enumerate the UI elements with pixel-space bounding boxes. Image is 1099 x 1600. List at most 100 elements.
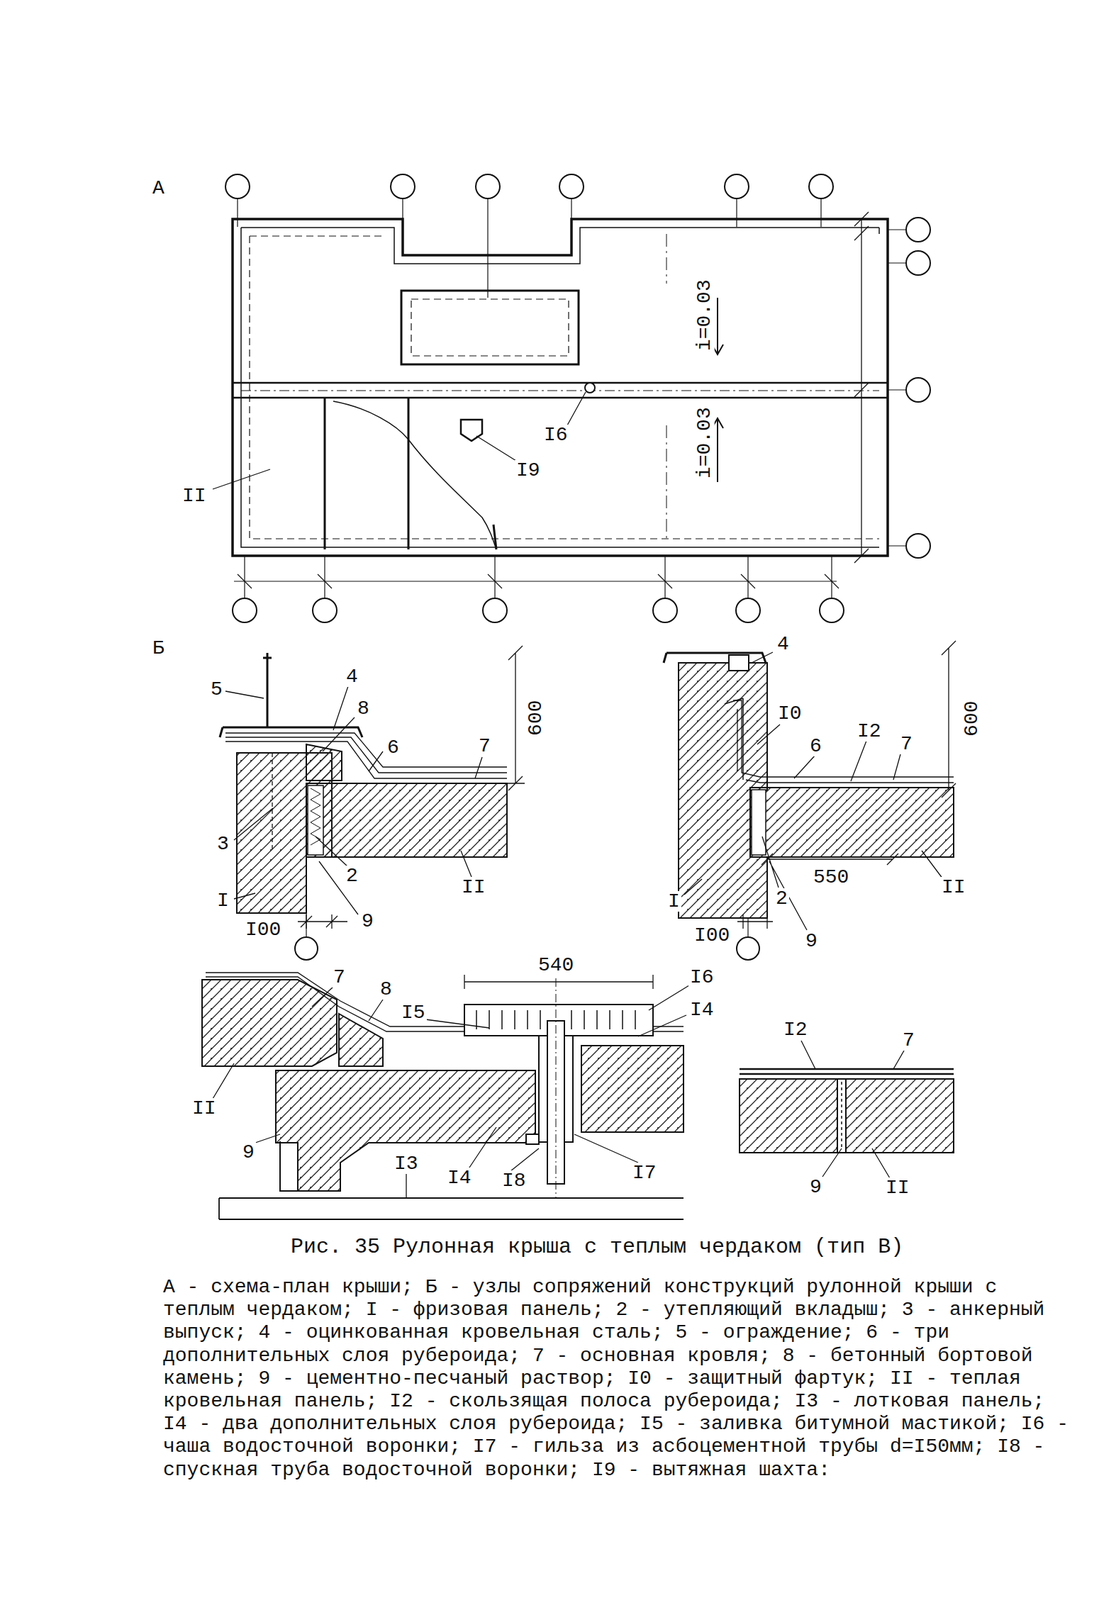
roof-plan-part-part <box>232 598 257 623</box>
callout-number: 6 <box>808 735 824 757</box>
callout-number: 4 <box>775 633 791 655</box>
callout-number: 6 <box>385 737 401 758</box>
wall-detail <box>663 640 956 961</box>
drain-detail-part <box>555 978 557 1199</box>
wall-detail-part <box>663 653 766 663</box>
parapet-detail-part <box>305 913 307 938</box>
callout-number: 7 <box>899 733 914 755</box>
roof-plan-part-part <box>735 598 761 623</box>
roof-plan-part-part <box>559 174 584 199</box>
drain-detail-part <box>526 1134 539 1145</box>
roof-plan-part-part <box>225 174 250 199</box>
callout-number: I0 <box>776 703 804 724</box>
roof-plan-part <box>232 382 888 398</box>
callout-number: 7 <box>477 735 493 757</box>
callout-number: I8 <box>500 1170 528 1192</box>
roof-plan-part <box>225 174 931 623</box>
callout-number: II <box>460 877 488 898</box>
roof-plan-part-part <box>390 174 415 199</box>
callout-number: 2 <box>344 865 360 887</box>
drain-detail-part <box>212 985 690 1199</box>
drain-detail-part <box>202 979 337 1067</box>
drain-detail-part <box>581 1045 684 1133</box>
roof-plan-part <box>241 227 880 264</box>
callout-number: I2 <box>855 721 883 742</box>
callout-number: 5 <box>209 679 225 700</box>
callout-number: I4 <box>688 999 716 1021</box>
joint-detail-part <box>739 1079 954 1153</box>
dimension-text: I00 <box>692 925 732 946</box>
callout-number: I7 <box>631 1162 658 1184</box>
roof-plan-part <box>241 390 880 392</box>
drain-detail-part <box>338 1013 383 1067</box>
dimension-text: 550 <box>811 867 851 888</box>
callout-number: Б <box>151 638 166 659</box>
roof-plan-part <box>212 392 586 490</box>
wall-detail-part <box>941 640 956 798</box>
callout-number: II <box>884 1177 912 1199</box>
roof-plan-part <box>241 227 880 548</box>
callout-number: I6 <box>542 424 570 446</box>
callout-number: I <box>215 890 231 912</box>
slope-label: i=0.03 <box>694 405 715 481</box>
wall-detail-part <box>750 787 954 858</box>
dimension-text: 600 <box>525 698 546 737</box>
joint-detail-part <box>739 1069 954 1075</box>
callout-number: I3 <box>392 1153 420 1175</box>
callout-number: А <box>151 177 166 199</box>
slope-label: i=0.03 <box>694 277 715 353</box>
callout-number: 8 <box>355 698 371 719</box>
roof-plan <box>212 174 931 623</box>
dimension-text: 600 <box>961 699 983 738</box>
wall-detail-part <box>736 937 760 961</box>
roof-plan-part-part <box>724 174 749 199</box>
callout-number: I9 <box>514 460 542 481</box>
callout-number: 2 <box>774 888 790 909</box>
roof-plan-part-part <box>312 598 337 623</box>
parapet-detail-part <box>271 752 273 851</box>
legend-text: А - схема-план крыши; Б - узлы сопряжени… <box>163 1276 1078 1482</box>
roof-plan-part <box>666 233 668 539</box>
wall-detail-part <box>684 652 944 931</box>
roof-plan-part-part <box>906 377 931 403</box>
roof-plan-part <box>333 401 497 550</box>
callout-number: 3 <box>215 833 231 855</box>
wall-detail-part <box>724 698 744 780</box>
parapet-detail-part <box>225 684 483 915</box>
roof-plan-part <box>324 397 409 550</box>
roof-plan-part <box>232 219 888 556</box>
callout-number: 7 <box>901 1030 917 1051</box>
parapet-detail <box>219 645 525 961</box>
drain-detail-part <box>275 1070 536 1192</box>
callout-number: 7 <box>331 967 347 988</box>
callout-number: I5 <box>399 1002 427 1024</box>
wall-detail-part <box>678 662 768 919</box>
drain-detail-part <box>464 974 654 990</box>
parapet-detail-part <box>306 783 507 858</box>
parapet-detail-part <box>297 914 348 929</box>
wall-detail-part <box>761 853 899 866</box>
roof-plan-part <box>878 227 880 234</box>
callout-number: 8 <box>378 979 394 1000</box>
joint-detail <box>739 1040 954 1179</box>
roof-plan-part-part <box>653 598 678 623</box>
wall-detail-part <box>751 789 766 856</box>
roof-plan-part <box>887 229 907 546</box>
wall-detail-part <box>733 700 954 783</box>
callout-number: I4 <box>445 1167 473 1189</box>
roof-plan-part <box>237 574 839 589</box>
roof-plan-part-part <box>809 174 834 199</box>
callout-number: 9 <box>804 930 819 952</box>
wall-detail-part <box>728 655 749 671</box>
roof-plan-part-part <box>819 598 844 623</box>
drain-detail-part <box>280 1141 298 1192</box>
roof-plan-part-part <box>482 598 507 623</box>
roof-plan-part <box>854 212 869 563</box>
callout-number: II <box>190 1098 218 1119</box>
callout-number: I6 <box>688 967 716 988</box>
drain-detail <box>202 972 690 1220</box>
callout-number: 9 <box>241 1142 256 1163</box>
callout-number: 4 <box>344 666 360 688</box>
joint-detail-part <box>837 1079 846 1153</box>
roof-plan-part <box>584 382 595 393</box>
